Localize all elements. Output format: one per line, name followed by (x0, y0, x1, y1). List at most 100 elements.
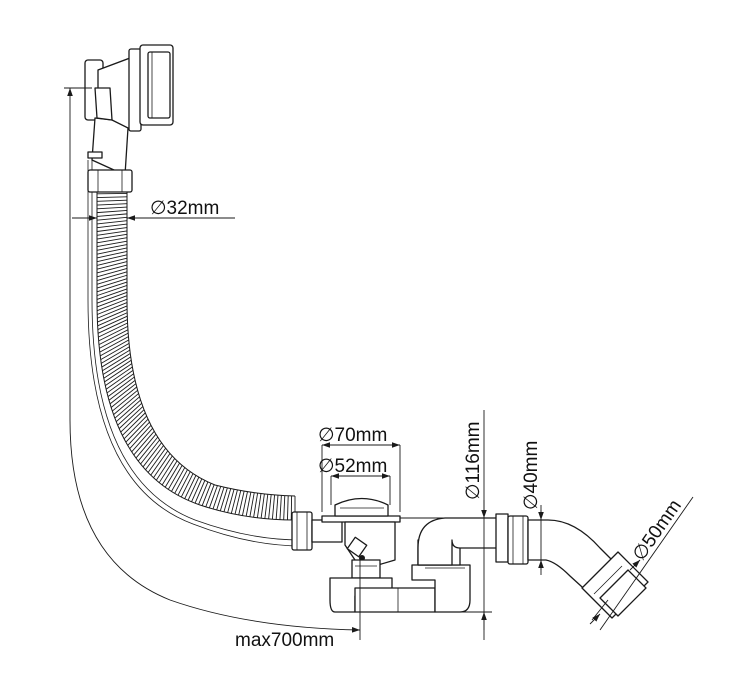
hose-rib (102, 356, 131, 375)
corrugated-hose (96, 189, 296, 521)
overflow-head (84, 44, 174, 176)
hose-rib (96, 237, 128, 244)
hose-rib (275, 495, 279, 520)
hose-rib (131, 427, 153, 453)
hose-rib (279, 495, 282, 520)
hose-rib (96, 264, 128, 274)
hose-rib (264, 494, 269, 519)
hose-rib (96, 285, 128, 297)
hose-rib (256, 493, 262, 518)
hose-rib (97, 302, 128, 315)
hose-rib (108, 380, 136, 401)
hose-rib (96, 227, 128, 232)
hose-rib (271, 494, 276, 520)
overflow-outer-diameter-label: ∅70mm (318, 425, 387, 446)
hose-rib (98, 329, 129, 346)
hose-rib (158, 458, 176, 483)
hose-rib (102, 353, 131, 372)
hose-rib (198, 481, 209, 505)
hose-rib (96, 203, 128, 206)
hose-rib (135, 433, 157, 459)
hose-rib (249, 492, 255, 517)
hose-rib (96, 230, 128, 236)
hose-rib (112, 389, 138, 412)
waste-valve (291, 497, 401, 579)
hose-rib (96, 288, 128, 300)
hose-rib (97, 312, 128, 327)
hose-rib (153, 453, 171, 479)
hose-rib (96, 223, 128, 229)
hose-rib (268, 494, 272, 519)
adapter-diameter-label: ∅50mm (629, 496, 686, 565)
hose-rib (96, 271, 128, 281)
outlet-diameter-label: ∅40mm (521, 441, 542, 510)
hose-rib (99, 339, 129, 357)
hose-rib (96, 267, 128, 278)
hose-rib (129, 424, 152, 449)
hose-diameter-label: ∅32mm (150, 198, 219, 219)
hose-rib (174, 469, 188, 494)
hose-rib (253, 493, 259, 518)
trap (329, 517, 499, 613)
hose-rib (96, 298, 128, 312)
hose-rib (113, 393, 139, 415)
max-length-label: max700mm (235, 630, 334, 651)
hose-rib (96, 261, 128, 270)
hose-rib (191, 478, 203, 503)
hose-rib (140, 439, 160, 465)
hose-rib (105, 370, 134, 390)
hose-rib (97, 308, 128, 323)
hose-rib (187, 476, 200, 501)
hose-rib (103, 359, 132, 379)
hose-rib (107, 376, 135, 397)
hose-rib (98, 325, 128, 342)
hose-rib (164, 462, 180, 488)
hose-rib (219, 487, 228, 512)
hose-rib (101, 346, 130, 364)
hose-rib (133, 430, 155, 456)
hose-rib (96, 254, 128, 263)
hose-rib (96, 199, 128, 202)
hose-rib (96, 196, 128, 198)
hose-rib (234, 490, 242, 515)
hose-rib (96, 210, 128, 214)
hose-rib (137, 436, 159, 462)
hose-rib (96, 278, 128, 289)
hose-rib (155, 455, 173, 481)
hose-rib (96, 220, 128, 225)
hose-rib (118, 406, 144, 429)
hose-rib (216, 487, 225, 511)
hose-rib (96, 295, 128, 308)
hose-rib (97, 305, 128, 319)
hose-rib (145, 445, 164, 471)
overflow-inner-diameter-label: ∅52mm (318, 456, 387, 477)
hose-rib (96, 233, 128, 240)
hose-rib (212, 486, 222, 510)
hose-rib (184, 475, 197, 499)
hose-rib (104, 363, 133, 383)
hose-rib (96, 206, 128, 210)
hose-rib (245, 492, 252, 517)
hose-rib (96, 291, 128, 304)
hose-rib (150, 450, 169, 476)
hose-rib (230, 489, 238, 514)
hose-rib (223, 488, 232, 512)
hose-rib (161, 460, 178, 486)
hose-rib (208, 485, 218, 509)
hose-rib (100, 342, 130, 360)
hose-rib (105, 366, 133, 386)
hose-rib (177, 471, 191, 496)
hose-rib (117, 402, 142, 426)
trap-height-label: ∅116mm (463, 422, 484, 501)
hose-rib (99, 332, 129, 349)
hose-rib (96, 247, 128, 255)
hose-rib (115, 399, 141, 423)
hose-rib (120, 409, 145, 433)
hose-rib (205, 484, 215, 508)
hose-top-coupling (87, 169, 133, 193)
hose-rib (123, 415, 147, 440)
hose-rib (110, 386, 138, 408)
hose-rib (147, 447, 166, 473)
hose-rib (283, 495, 286, 520)
